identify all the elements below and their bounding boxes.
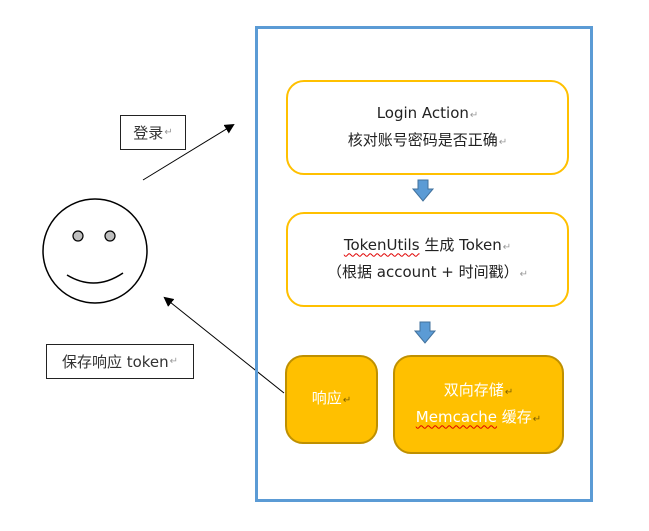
flow-down-arrow-2 [413,321,437,344]
cache-label: 缓存 [497,407,532,426]
token-utils-desc: （根据 account + 时间戳） [326,262,519,281]
paragraph-mark: ↵ [504,386,514,398]
response-arrow [163,296,285,394]
token-utils-name: TokenUtils [343,235,420,254]
memcache-label: Memcache [415,407,498,426]
login-arrow [142,123,235,181]
paragraph-mark: ↵ [164,127,173,138]
login-label: 登录↵ [120,115,186,150]
login-action-desc: 核对账号密码是否正确 [347,130,498,149]
login-action-title: Login Action [376,103,469,122]
paragraph-mark: ↵ [502,241,512,253]
flow-down-arrow-1 [411,179,435,202]
save-token-label-text: 保存响应 token [61,353,169,371]
storage-title: 双向存储 [443,380,504,399]
token-utils-action: 生成 Token [419,235,502,254]
response-box: 响应↵ [285,355,378,444]
login-label-text: 登录 [133,124,164,142]
response-text: 响应 [311,389,342,407]
save-token-label: 保存响应 token↵ [46,344,194,379]
paragraph-mark: ↵ [169,356,179,367]
token-utils-box: TokenUtils 生成 Token↵ （根据 account + 时间戳）↵ [286,212,569,307]
paragraph-mark: ↵ [532,413,542,425]
paragraph-mark: ↵ [498,136,508,148]
paragraph-mark: ↵ [469,109,479,121]
paragraph-mark: ↵ [342,395,352,406]
paragraph-mark: ↵ [519,268,529,280]
server-container [255,26,593,502]
smiley-face-icon [42,198,148,304]
storage-box: 双向存储↵ Memcache 缓存↵ [393,355,564,454]
login-action-box: Login Action↵ 核对账号密码是否正确↵ [286,80,569,175]
